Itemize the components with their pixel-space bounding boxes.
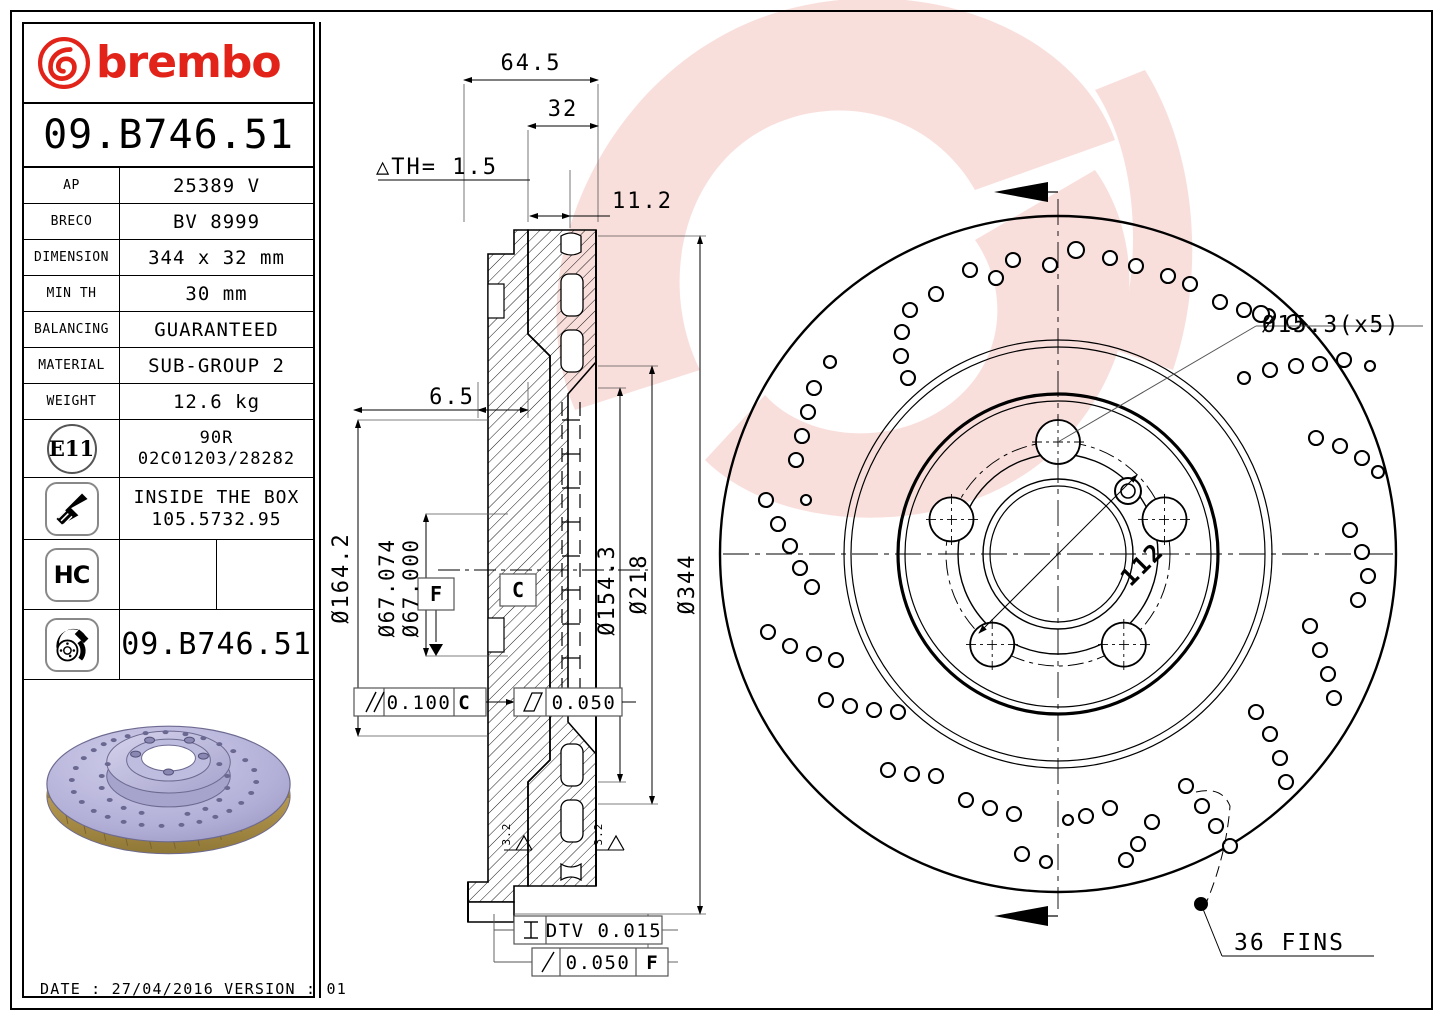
dim-overall-width: 64.5: [501, 51, 562, 76]
row-value: 344 x 32 mm: [148, 246, 285, 269]
part-number-value: 09.B746.51: [43, 112, 294, 158]
screw-glyph: [55, 492, 88, 526]
runout-value: 0.050: [566, 952, 631, 974]
row-value: SUB-GROUP 2: [148, 354, 285, 377]
dim-offset: 11.2: [612, 189, 673, 214]
screw-icon: [44, 481, 99, 536]
dim-outer-dia: Ø344: [675, 554, 700, 615]
datum-f-label: F: [430, 582, 442, 606]
bolt-circle-label: 112: [1115, 537, 1170, 592]
hc-value-cells: [120, 540, 313, 609]
hc-value-left: [120, 540, 217, 609]
dim-mid-dia: Ø218: [627, 554, 652, 615]
footer-date: DATE : 27/04/2016 VERSION : 01: [40, 980, 347, 998]
table-row-balancing: BALANCING GUARANTEED: [24, 312, 313, 348]
brembo-logo-icon: [38, 37, 90, 89]
drill-hole-callout: Ø15.3(x5): [1262, 312, 1400, 338]
hc-value-right: [217, 540, 313, 609]
hc-badge-label: HC: [53, 560, 91, 589]
hc-icon-cell: HC: [24, 540, 120, 609]
row-label: BRECO: [24, 204, 120, 239]
screw-icon-cell: [24, 478, 120, 539]
dim-bore-min: Ø67.000: [399, 538, 423, 637]
row-value: 12.6 kg: [172, 390, 261, 413]
table-row-disc: 09.B746.51: [24, 610, 313, 680]
table-row-breco: BRECO BV 8999: [24, 204, 313, 240]
homologation-line-1: 90R: [199, 428, 234, 449]
table-row-dimension: DIMENSION 344 x 32 mm: [24, 240, 313, 276]
dim-disc-thickness: 32: [548, 97, 579, 122]
panel-divider: [319, 22, 321, 998]
brake-disc-3d-render: [46, 725, 291, 855]
brembo-logo: brembo: [24, 24, 313, 104]
row-label: BALANCING: [24, 312, 120, 347]
row-value: 30 mm: [185, 282, 248, 305]
dim-roughness-right: 3.2: [592, 823, 605, 846]
dim-bore-max: Ø67.074: [375, 538, 399, 637]
brake-disc-icon: [44, 617, 99, 672]
fins-callout: 36 FINS: [1234, 930, 1345, 956]
e11-circle-icon: E11: [24, 420, 120, 477]
brake-disc-icon-cell: [24, 610, 120, 679]
technical-drawing: 64.5 32 △TH= 1.5 11.2 6.5 Ø164.2 Ø67.074…: [329, 51, 1423, 977]
sheet-border: [10, 10, 1433, 1010]
accessory-line-2: 105.5732.95: [151, 508, 282, 530]
dim-hat-outer-dia: Ø164.2: [329, 532, 354, 623]
accessory-line-1: INSIDE THE BOX: [133, 487, 300, 509]
e11-badge-label: E11: [46, 423, 97, 474]
brake-disc-glyph: [55, 628, 88, 661]
brembo-wordmark: brembo: [96, 37, 282, 88]
flatness-value: 0.050: [552, 692, 617, 714]
row-label: MIN TH: [24, 276, 120, 311]
accessory-value: INSIDE THE BOX 105.5732.95: [120, 478, 313, 539]
table-row-accessory: INSIDE THE BOX 105.5732.95: [24, 478, 313, 540]
runout-datum: F: [646, 952, 657, 974]
dim-th-delta: △TH= 1.5: [376, 155, 498, 180]
row-label: WEIGHT: [24, 384, 120, 419]
drawing-area: 64.5 32 △TH= 1.5 11.2 6.5 Ø164.2 Ø67.074…: [318, 22, 1423, 998]
datum-c-label: C: [512, 578, 524, 602]
table-row-material: MATERIAL SUB-GROUP 2: [24, 348, 313, 384]
hc-icon: HC: [44, 547, 99, 602]
dim-inner-dia: Ø154.3: [595, 544, 620, 635]
parallelism-value: 0.100: [387, 692, 452, 714]
dim-hat-wall: 6.5: [429, 385, 475, 410]
table-row-weight: WEIGHT 12.6 kg: [24, 384, 313, 420]
row-value: BV 8999: [172, 210, 261, 233]
table-row-hc: HC: [24, 540, 313, 610]
table-row-ap: AP 25389 V: [24, 168, 313, 204]
disc-part-number: 09.B746.51: [121, 627, 312, 662]
product-image-cell: [24, 680, 313, 888]
parallelism-datum: C: [458, 692, 469, 714]
table-row-homologation: E11 90R 02C01203/28282: [24, 420, 313, 478]
info-panel: brembo 09.B746.51 AP 25389 V BRECO BV 89…: [22, 22, 315, 998]
table-row-min-th: MIN TH 30 mm: [24, 276, 313, 312]
row-label: DIMENSION: [24, 240, 120, 275]
homologation-value: 90R 02C01203/28282: [120, 420, 313, 477]
row-label: MATERIAL: [24, 348, 120, 383]
homologation-line-2: 02C01203/28282: [137, 448, 296, 469]
dim-roughness-left: 3.2: [500, 823, 513, 846]
row-value: GUARANTEED: [154, 318, 279, 341]
dtv-value: DTV 0.015: [546, 920, 662, 942]
part-number-header: 09.B746.51: [24, 104, 313, 168]
row-value: 25389 V: [172, 174, 261, 197]
row-label: AP: [24, 168, 120, 203]
